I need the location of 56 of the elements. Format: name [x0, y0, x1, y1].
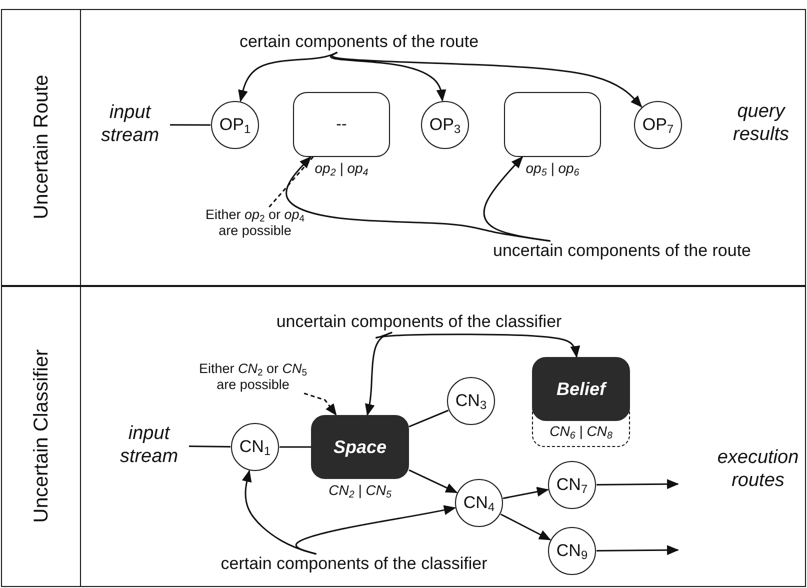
operator-label: CN$_{9}$ [556, 541, 588, 561]
operator-label: CN$_{3}$ [455, 391, 487, 411]
arrow [376, 332, 580, 358]
panel-heading: Uncertain Classifier [29, 348, 53, 524]
annotation-text: uncertain components of the classifier [249, 312, 589, 332]
arrow [500, 514, 552, 540]
arrow [596, 545, 679, 556]
component-label: Space [333, 436, 387, 458]
operator-label: CN$_{1}$ [239, 437, 271, 457]
stream-label: input stream [90, 102, 170, 148]
operator-circle [231, 423, 279, 471]
component-label: -- [336, 116, 347, 134]
operator-circle [548, 527, 596, 575]
annotation-text: certain components of the route [214, 32, 504, 52]
arrow [408, 469, 458, 494]
operator-box [504, 92, 601, 157]
operator-circle [211, 101, 259, 149]
panel-frame [1, 9, 806, 286]
arrow [596, 479, 679, 490]
component-box [311, 415, 409, 479]
leader-line [268, 156, 314, 208]
stream-label: input stream [109, 423, 189, 469]
connector-line [188, 446, 230, 448]
annotation-text: certain components of the classifier [189, 554, 519, 574]
alternatives-label: op$_{5}$ | op$_{6}$ [524, 159, 580, 180]
operator-label: OP$_{1}$ [219, 115, 251, 135]
arrow [483, 156, 550, 242]
arrow [296, 505, 456, 555]
operator-circle [548, 461, 596, 509]
component-label: Belief [556, 378, 606, 400]
note-text: Either op$_{2}$ or op$_{4}$ are possible [196, 207, 314, 240]
output-label: query results [732, 101, 790, 147]
output-label: execution routes [716, 447, 800, 493]
note-text: Either CN$_{2}$ or CN$_{5}$ are possible [188, 361, 318, 394]
alternatives-label: op$_{2}$ | op$_{4}$ [314, 159, 370, 180]
alternatives-label: CN$_{2}$ | CN$_{5}$ [328, 481, 392, 501]
operator-circle [634, 101, 682, 149]
connector-line [280, 446, 311, 448]
connector-line [408, 410, 449, 428]
arrow [332, 52, 642, 108]
arrow [304, 392, 337, 416]
panel-frame [1, 286, 806, 587]
panel-heading: Uncertain Route [29, 73, 53, 221]
operator-label: CN$_{4}$ [463, 493, 495, 513]
component-box [532, 357, 630, 421]
connector-line [170, 124, 210, 126]
operator-circle [421, 101, 469, 149]
arrow [330, 52, 446, 102]
operator-box [293, 92, 390, 157]
operator-circle [447, 377, 495, 425]
operator-label: OP$_{3}$ [429, 115, 461, 135]
annotation-text: uncertain components of the route [462, 241, 782, 262]
arrow [502, 486, 549, 500]
operator-circle [455, 479, 503, 527]
operator-label: OP$_{7}$ [642, 115, 674, 135]
operator-label: CN$_{7}$ [556, 475, 588, 495]
